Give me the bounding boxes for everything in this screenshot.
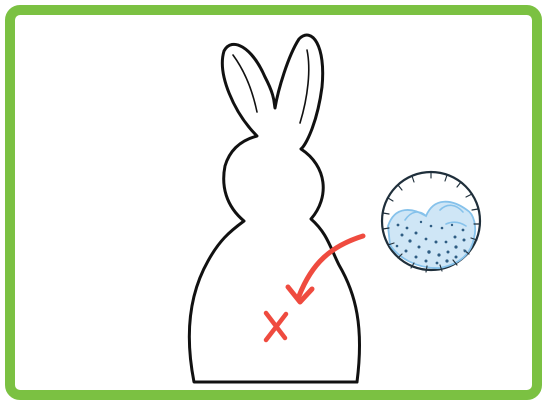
pompom-tail[interactable]	[382, 172, 480, 272]
